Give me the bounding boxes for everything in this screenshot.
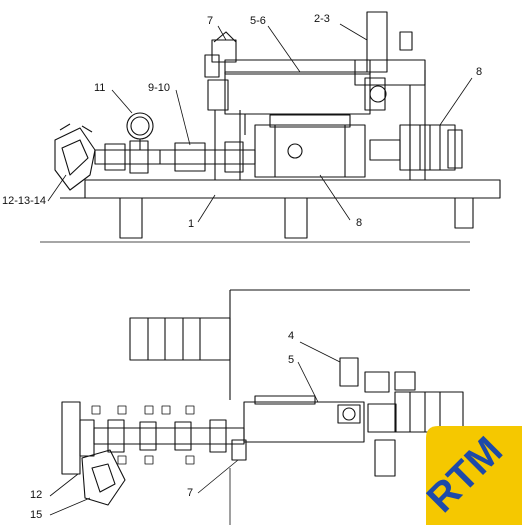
drum-unit: [254, 114, 366, 178]
feed-unit: [81, 449, 126, 506]
callout-4: 4: [288, 330, 295, 342]
callout-11: 11: [94, 82, 106, 94]
extruder-barrel-lower: [91, 405, 245, 465]
die-head-assembly: [54, 123, 96, 191]
rtm-logo-background: [426, 426, 522, 525]
extruder-barrel: [94, 140, 256, 174]
pressure-gauge: [126, 112, 154, 150]
die-plate: [61, 401, 95, 475]
callout-1: 1: [188, 218, 195, 230]
callout-9-10: 9-10: [148, 82, 171, 94]
control-valve: [204, 31, 237, 78]
gearbox-housing: [207, 59, 387, 135]
top-leader-lines: [47, 23, 473, 223]
callout-2-3: 2-3: [314, 13, 330, 25]
base-frame: [40, 110, 501, 243]
callout-5: 5: [288, 354, 295, 366]
callout-7-top: 7: [207, 15, 214, 27]
callout-8-drum: 8: [356, 217, 363, 229]
top-view: [40, 11, 501, 243]
callout-7-bottom: 7: [187, 487, 194, 499]
rear-panels: [129, 289, 470, 400]
control-box: [339, 357, 416, 393]
electric-motor: [369, 124, 463, 171]
electric-motor-lower: [367, 391, 464, 477]
heater-tags: [91, 405, 195, 465]
bottom-view: [49, 289, 470, 525]
main-housing: [243, 395, 365, 443]
callout-5-6: 5-6: [250, 15, 266, 27]
callout-12-13-14: 12-13-14: [2, 195, 47, 207]
callout-12: 12: [30, 489, 43, 501]
bottom-leader-lines: [49, 341, 341, 525]
callout-8-motor: 8: [476, 66, 483, 78]
rtm-logo: RTM: [426, 426, 522, 525]
callout-15: 15: [30, 509, 43, 521]
small-valve: [231, 439, 247, 461]
